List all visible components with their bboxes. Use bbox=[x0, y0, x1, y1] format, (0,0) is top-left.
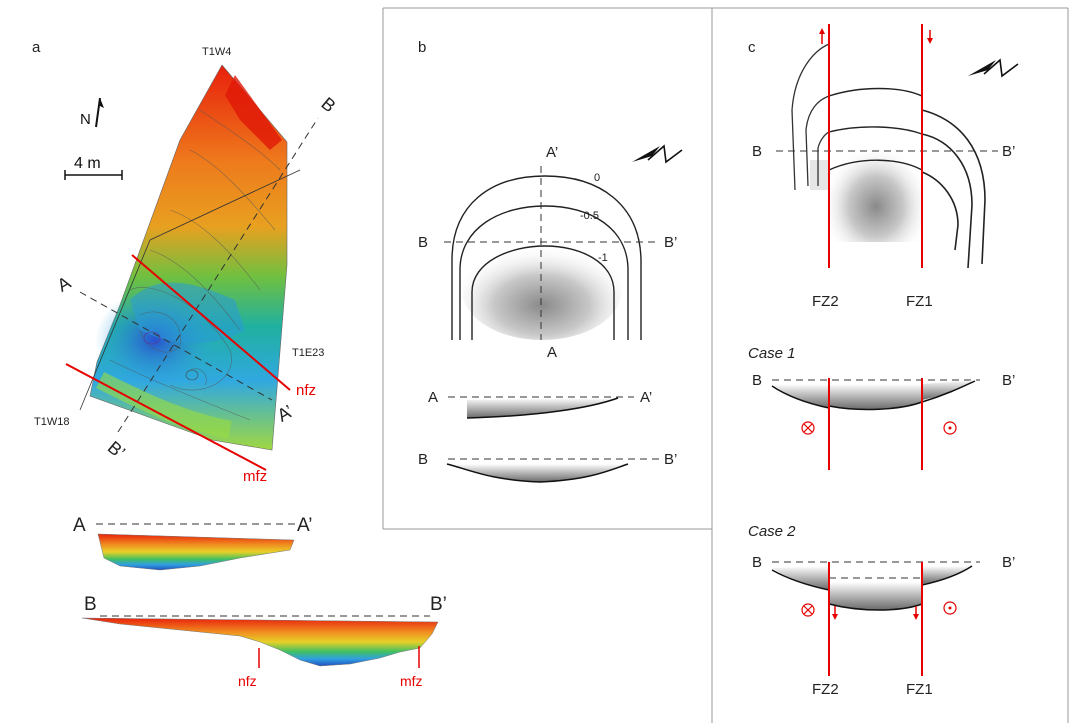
case-1: Case 1 B B’ bbox=[748, 345, 1015, 470]
depression-shading-c bbox=[830, 140, 922, 242]
profile-bb-a: B B’ nfz mfz bbox=[81, 594, 447, 689]
point-t1e23: T1E23 bbox=[292, 347, 324, 359]
profile-b-bb-right: B’ bbox=[664, 451, 677, 468]
label-b-top: B bbox=[317, 93, 339, 116]
profile-aa-a: A A’ bbox=[73, 515, 312, 571]
map-label-c-b-left: B bbox=[752, 143, 762, 160]
label-a-left: A bbox=[54, 272, 74, 295]
point-t1w18: T1W18 bbox=[34, 416, 69, 428]
fault-nfz-label: nfz bbox=[296, 382, 316, 399]
map-label-a-top: A’ bbox=[546, 144, 558, 161]
map-label-c-b-right: B’ bbox=[1002, 143, 1015, 160]
profile-aa-right: A’ bbox=[297, 515, 312, 536]
fault-down-arrow-icon bbox=[832, 606, 838, 620]
label-b-bottom: B’ bbox=[104, 437, 129, 463]
case-1-right: B’ bbox=[1002, 372, 1015, 389]
profile-b-aa-right: A’ bbox=[640, 389, 652, 406]
fault-down-arrow-icon bbox=[927, 30, 933, 44]
contour-minus-05 bbox=[459, 205, 629, 340]
out-of-page-icon bbox=[943, 421, 957, 435]
map-label-fz2: FZ2 bbox=[812, 293, 839, 310]
panel-frames bbox=[382, 7, 1069, 723]
scale-label: 4 m bbox=[74, 155, 101, 172]
north-arrow-icon bbox=[632, 144, 683, 164]
contour-0 bbox=[451, 175, 642, 340]
case-2-fz2: FZ2 bbox=[812, 681, 839, 698]
section-line-bb bbox=[117, 117, 319, 433]
panel-b: b 0 -0.5 -1 A’ A B B’ A A’ bbox=[418, 39, 683, 483]
profile-b-aa-left: A bbox=[428, 389, 438, 406]
profile-aa-b: A A’ bbox=[428, 389, 652, 419]
profile-bb-right: B’ bbox=[430, 594, 447, 615]
fault-nfz-line bbox=[131, 254, 291, 391]
panel-b-letter: b bbox=[418, 39, 426, 56]
case-2-fz1: FZ1 bbox=[906, 681, 933, 698]
panel-a: a N 4 m bbox=[32, 39, 447, 689]
profile-aa-left: A bbox=[73, 515, 86, 536]
profile-bb-b: B B’ bbox=[418, 451, 677, 483]
contour-label-0: 0 bbox=[594, 172, 600, 184]
case-1-left: B bbox=[752, 372, 762, 389]
fault-down-arrow-icon bbox=[913, 606, 919, 620]
into-page-icon bbox=[801, 603, 815, 617]
case-2: Case 2 B B’ bbox=[748, 523, 1015, 698]
case-2-right: B’ bbox=[1002, 554, 1015, 571]
out-of-page-icon bbox=[943, 601, 957, 615]
fault-up-arrow-icon bbox=[819, 28, 825, 44]
profile-mfz-label: mfz bbox=[400, 673, 423, 689]
contour-label-1: -1 bbox=[598, 252, 608, 264]
north-arrow-icon bbox=[968, 58, 1019, 78]
map-label-b-left: B bbox=[418, 234, 428, 251]
profile-nfz-label: nfz bbox=[238, 673, 257, 689]
fault-mfz-line bbox=[65, 363, 267, 471]
profile-b-bb-left: B bbox=[418, 451, 428, 468]
map-label-fz1: FZ1 bbox=[906, 293, 933, 310]
fault-mfz-label: mfz bbox=[243, 468, 267, 485]
depression-shading bbox=[462, 240, 622, 340]
label-a-right: A’ bbox=[274, 401, 297, 426]
case-1-title: Case 1 bbox=[748, 345, 796, 362]
panel-c: c B B’ bbox=[748, 24, 1019, 698]
point-t1w4: T1W4 bbox=[202, 46, 231, 58]
panel-c-letter: c bbox=[748, 39, 756, 56]
panel-a-letter: a bbox=[32, 39, 41, 56]
case-2-title: Case 2 bbox=[748, 523, 796, 540]
elevation-map bbox=[89, 64, 288, 451]
contour-label-05: -0.5 bbox=[580, 210, 599, 222]
north-label-a: N bbox=[80, 111, 91, 128]
scale-bar: 4 m bbox=[64, 155, 123, 180]
profile-bb-left: B bbox=[84, 594, 97, 615]
map-label-b-right: B’ bbox=[664, 234, 677, 251]
section-line-aa bbox=[79, 291, 273, 401]
into-page-icon bbox=[801, 421, 815, 435]
case-2-left: B bbox=[752, 554, 762, 571]
map-label-a-bottom: A bbox=[547, 344, 557, 361]
contour-minus-1 bbox=[471, 245, 615, 340]
north-arrow-icon: N bbox=[80, 97, 104, 128]
